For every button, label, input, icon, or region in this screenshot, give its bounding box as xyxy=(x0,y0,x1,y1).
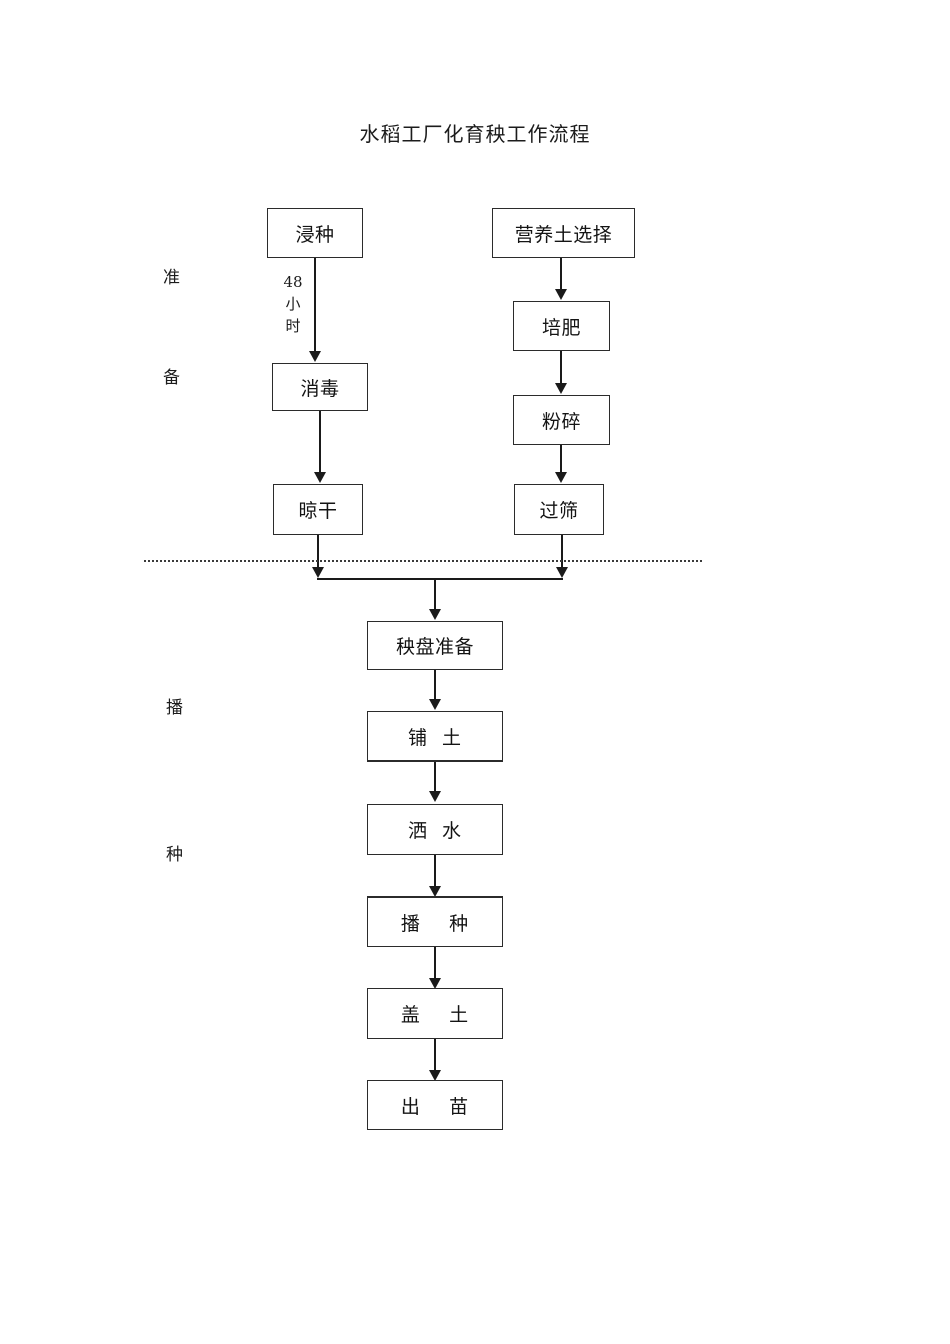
arrowhead-merge-to-tray-preparation xyxy=(429,609,441,620)
edge-tray-to-spread-soil xyxy=(434,670,436,700)
node-watering[interactable]: 洒 水 xyxy=(367,804,503,855)
node-sowing[interactable]: 播 种 xyxy=(367,896,503,947)
arrowhead-sieving-to-merge xyxy=(556,567,568,578)
edge-drying-to-merge xyxy=(317,535,319,575)
edge-sowing-to-cover-soil xyxy=(434,947,436,979)
merge-connector-bar xyxy=(317,578,563,580)
arrowhead-crushing-to-sieving xyxy=(555,472,567,483)
edge-cover-soil-to-emergence xyxy=(434,1039,436,1071)
arrowhead-disinfection-to-drying xyxy=(314,472,326,483)
arrowhead-tray-to-spread-soil xyxy=(429,699,441,710)
arrowhead-soil-selection-to-fertilization xyxy=(555,289,567,300)
annotation-soak-duration: 48 小 时 xyxy=(283,273,303,335)
edge-crushing-to-sieving xyxy=(560,445,562,473)
edge-soaking-to-disinfection xyxy=(314,258,316,352)
edge-sieving-to-merge xyxy=(561,535,563,575)
arrowhead-spread-soil-to-watering xyxy=(429,791,441,802)
node-air-drying[interactable]: 晾干 xyxy=(273,484,363,535)
node-tray-preparation[interactable]: 秧盘准备 xyxy=(367,621,503,670)
stage-label-preparation-char2: 备 xyxy=(163,368,180,388)
arrowhead-fertilization-to-crushing xyxy=(555,383,567,394)
stage-label-preparation-char1: 准 xyxy=(163,268,180,288)
node-sieving[interactable]: 过筛 xyxy=(514,484,604,535)
edge-watering-to-sowing xyxy=(434,855,436,887)
stage-label-sowing-char2: 种 xyxy=(166,845,183,865)
arrowhead-drying-to-merge xyxy=(312,567,324,578)
node-spread-soil[interactable]: 铺 土 xyxy=(367,711,503,762)
node-fertilization[interactable]: 培肥 xyxy=(513,301,610,351)
arrowhead-soaking-to-disinfection xyxy=(309,351,321,362)
edge-disinfection-to-drying xyxy=(319,411,321,473)
node-disinfection[interactable]: 消毒 xyxy=(272,363,368,411)
node-cover-soil[interactable]: 盖 土 xyxy=(367,988,503,1039)
section-divider xyxy=(144,560,702,562)
node-crushing[interactable]: 粉碎 xyxy=(513,395,610,445)
node-seedling-emergence[interactable]: 出 苗 xyxy=(367,1080,503,1130)
edge-soil-selection-to-fertilization xyxy=(560,258,562,290)
arrowhead-sowing-to-cover-soil xyxy=(429,978,441,989)
edge-spread-soil-to-watering xyxy=(434,762,436,792)
node-seed-soaking[interactable]: 浸种 xyxy=(267,208,363,258)
edge-fertilization-to-crushing xyxy=(560,351,562,383)
arrowhead-cover-soil-to-emergence xyxy=(429,1070,441,1081)
edge-merge-to-tray-preparation xyxy=(434,578,436,610)
page-title: 水稻工厂化育秧工作流程 xyxy=(359,122,591,146)
node-soil-selection[interactable]: 营养土选择 xyxy=(492,208,635,258)
arrowhead-watering-to-sowing xyxy=(429,886,441,897)
stage-label-sowing-char1: 播 xyxy=(166,698,183,718)
